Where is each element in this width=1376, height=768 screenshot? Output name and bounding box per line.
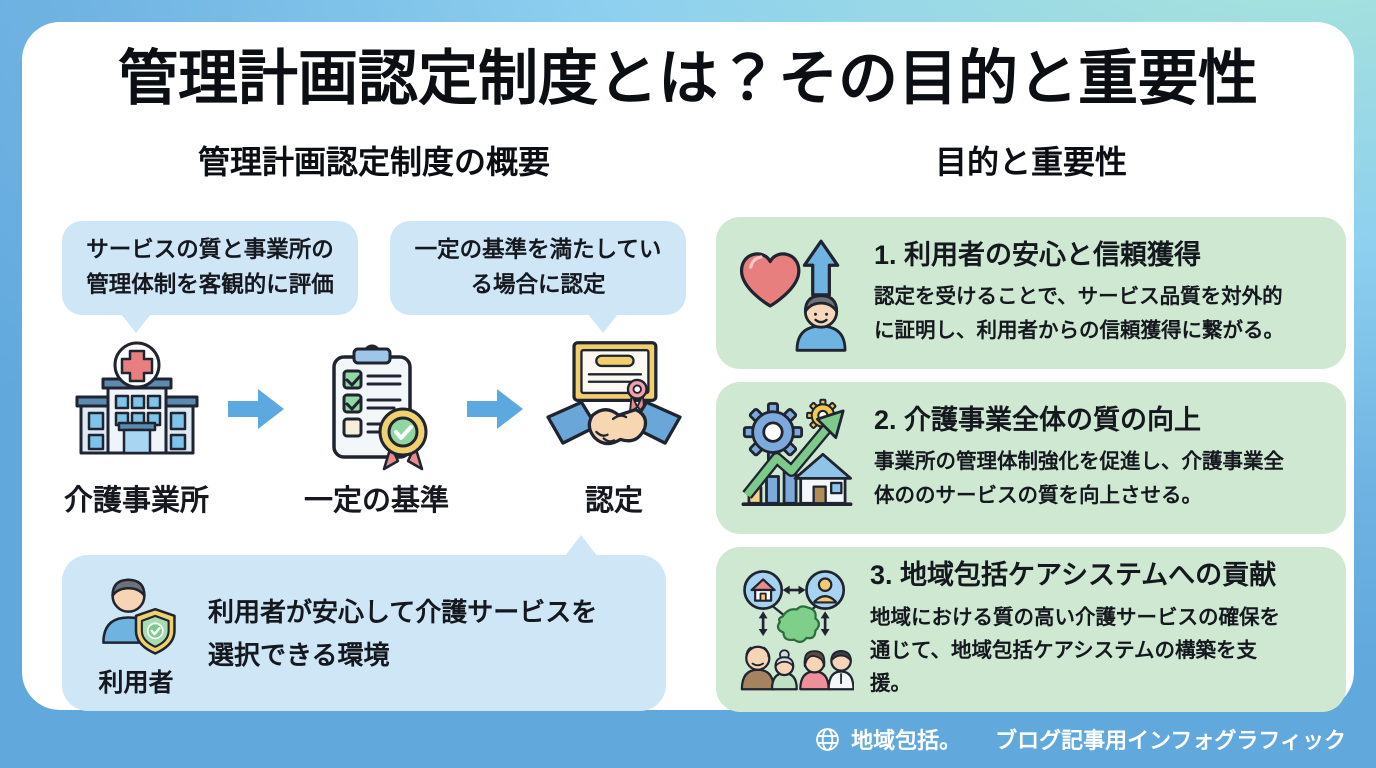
- footer: 地域包括。 ブログ記事用インフォグラフィック: [814, 723, 1346, 755]
- content-card: 管理計画認定制度とは？その目的と重要性 管理計画認定制度の概要 サービスの質と事…: [22, 22, 1354, 713]
- flow-step-criteria: 一定の基準: [304, 339, 449, 519]
- overview-heading: 管理計画認定制度の概要: [197, 144, 550, 180]
- flow-label-certification: 認定: [584, 484, 643, 517]
- purpose-item-community: 3. 地域包括ケアシステムへの貢献 地域における質の高い介護サービスの確保を通じ…: [716, 546, 1346, 713]
- purpose-item-trust: 1. 利用者の安心と信頼獲得 認定を受けることで、サービス品質を対外的に証明し、…: [716, 216, 1346, 369]
- purpose-item-title: 2. 介護事業全体の質の向上: [874, 404, 1202, 435]
- footer-label: ブログ記事用インフォグラフィック: [995, 728, 1346, 753]
- purpose-item-quality: 2. 介護事業全体の質の向上 事業所の管理体制強化を促進し、介護事業全体ののサー…: [716, 381, 1346, 534]
- purpose-item-text: 3. 地域包括ケアシステムへの貢献 地域における質の高い介護サービスの確保を通じ…: [870, 559, 1298, 700]
- purpose-item-body: 認定を受けることで、サービス品質を対外的に証明し、利用者からの信頼獲得に繋がる。: [874, 285, 1284, 342]
- care-facility-icon: [75, 341, 198, 455]
- purpose-item-text: 1. 利用者の安心と信頼獲得 認定を受けることで、サービス品質を対外的に証明し、…: [874, 239, 1302, 347]
- purpose-item-title: 3. 地域包括ケアシステムへの貢献: [870, 559, 1277, 590]
- purpose-heading: 目的と重要性: [934, 144, 1127, 180]
- flow-step-care-facility: 介護事業所: [64, 339, 209, 519]
- user-shield-icon: [102, 578, 176, 655]
- criteria-checklist-icon: [332, 344, 428, 471]
- arrow-right-icon: [227, 388, 284, 429]
- flow-label-criteria: 一定の基準: [303, 484, 449, 517]
- criteria-bubble-text: 一定の基準を満たしている場合に認定: [414, 236, 662, 297]
- heart-growth-icon: [739, 239, 847, 352]
- purpose-item-title: 1. 利用者の安心と信頼獲得: [874, 239, 1202, 270]
- brand-name: 地域包括。: [851, 728, 962, 753]
- purpose-section: 目的と重要性 1.: [716, 140, 1346, 713]
- flow-label-care-facility: 介護事業所: [64, 484, 210, 517]
- purpose-item-body: 事業所の管理体制強化を促進し、介護事業全体ののサービスの質を向上させる。: [874, 450, 1284, 507]
- user-environment-bubble: 利用者 利用者が安心して介護サービスを選択できる環境: [62, 535, 666, 711]
- criteria-bubble: 一定の基準を満たしている場合に認定: [390, 220, 686, 333]
- user-label: 利用者: [98, 668, 174, 697]
- overview-bubbles: サービスの質と事業所の管理体制を客観的に評価 一定の基準を満たしている場合に認定: [62, 220, 686, 333]
- evaluation-bubble-text: サービスの質と事業所の管理体制を客観的に評価: [86, 236, 334, 297]
- community-network-icon: [740, 570, 854, 691]
- quality-improvement-icon: [741, 398, 853, 506]
- evaluation-bubble: サービスの質と事業所の管理体制を客観的に評価: [62, 220, 358, 333]
- globe-icon: [816, 727, 839, 751]
- certificate-handshake-icon: [546, 340, 682, 446]
- result-text: 利用者が安心して介護サービスを選択できる環境: [208, 596, 598, 670]
- purpose-item-body: 地域における質の高い介護サービスの確保を通じて、地域包括ケアシステムの構築を支援…: [870, 605, 1280, 695]
- arrow-right-icon: [467, 388, 524, 429]
- overview-section: 管理計画認定制度の概要 サービスの質と事業所の管理体制を客観的に評価 一定の基準…: [62, 140, 686, 711]
- page-title: 管理計画認定制度とは？その目的と重要性: [118, 45, 1258, 112]
- user-block: 利用者: [90, 569, 182, 699]
- flow-step-certification: 認定: [544, 339, 684, 519]
- purpose-item-text: 2. 介護事業全体の質の向上 事業所の管理体制強化を促進し、介護事業全体ののサー…: [874, 404, 1302, 512]
- certification-flow: 介護事業所: [62, 339, 686, 519]
